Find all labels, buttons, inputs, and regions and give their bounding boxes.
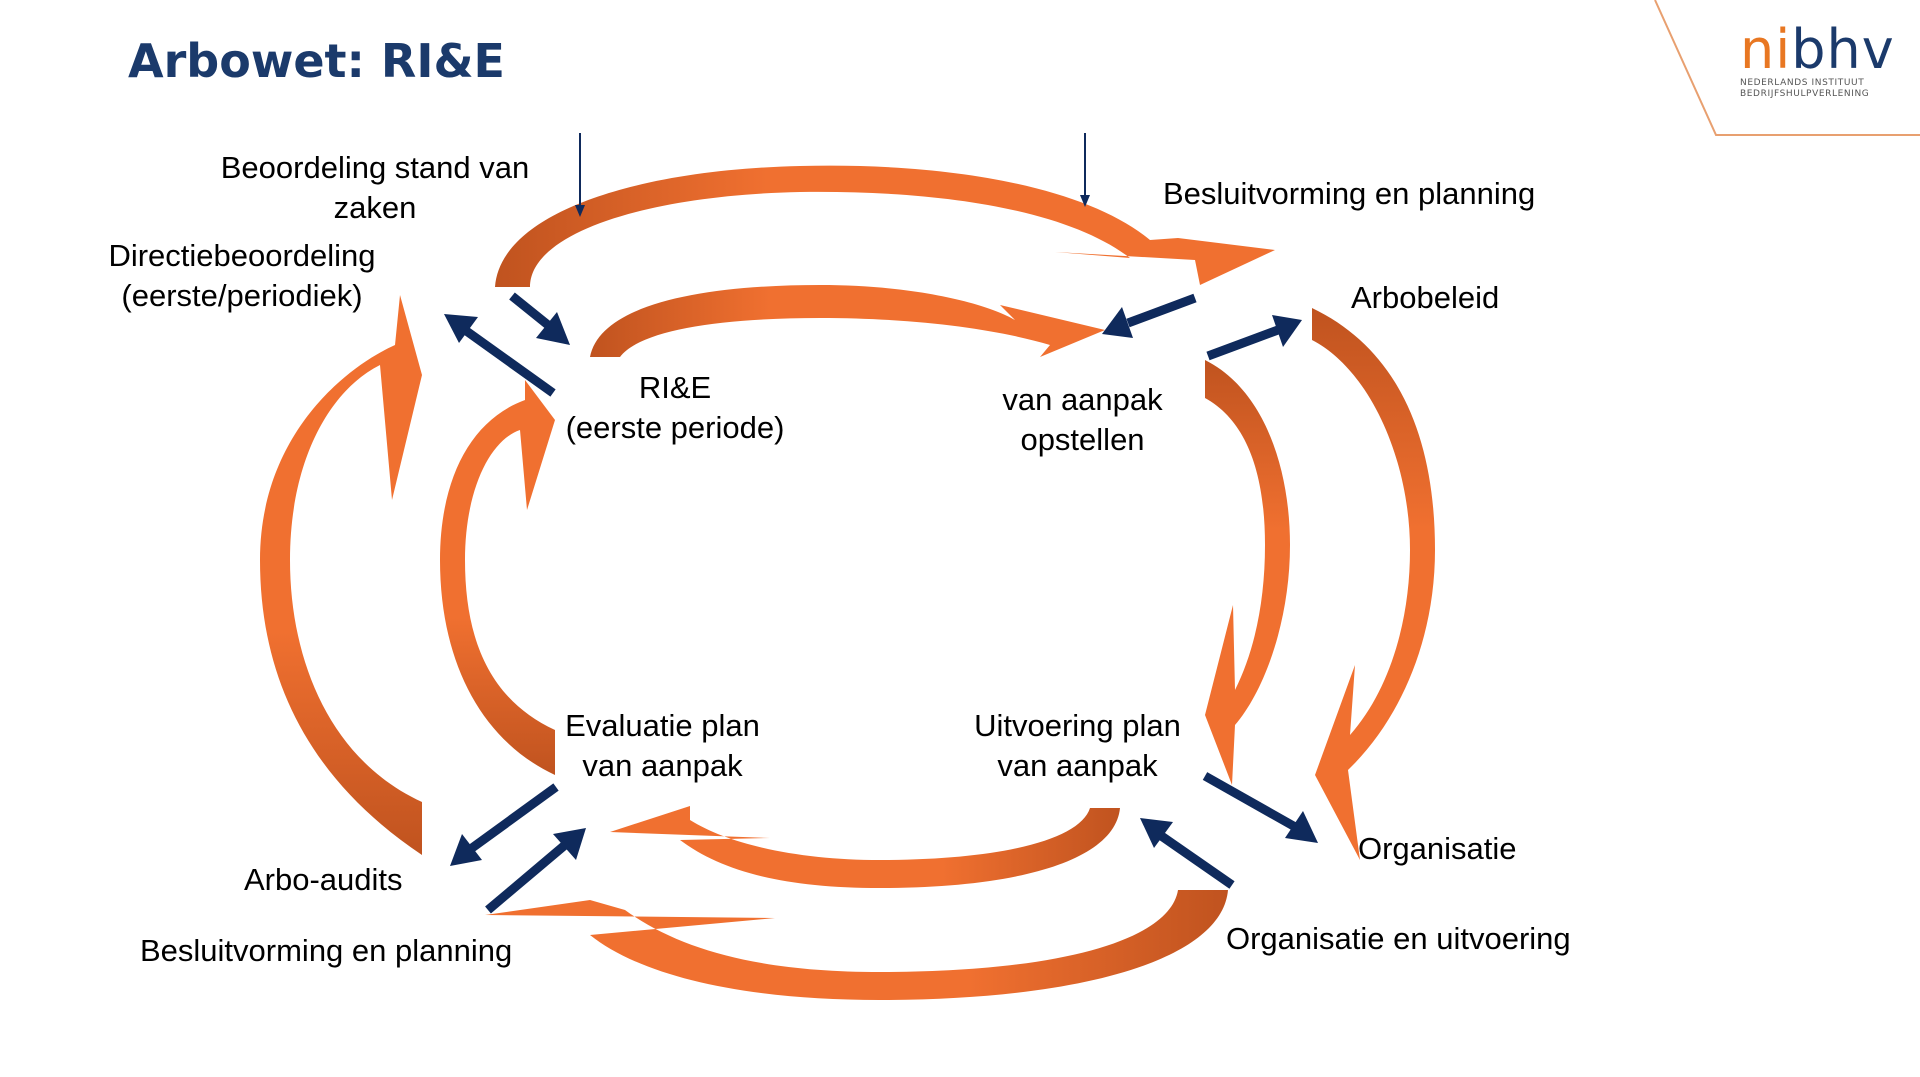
inner-left-arrow: [440, 380, 555, 775]
connector-orguitv-to-uitvoering: [1157, 831, 1235, 889]
connector-uitvoering-to-organisatie-head: [1285, 811, 1318, 843]
outer-left-arrow: [260, 295, 422, 855]
logo-ni: ni: [1740, 18, 1792, 81]
nibhv-logo: nibhv NEDERLANDS INSTITUUT BEDRIJFSHULPV…: [1740, 22, 1894, 100]
connector-plan-to-arbobeleid-head: [1272, 315, 1302, 347]
label-plan-opstellen: van aanpak opstellen: [1002, 382, 1163, 457]
label-besluitvorming-bottom: Besluitvorming en planning: [140, 933, 513, 968]
label-arbo-audits: Arbo-audits: [244, 862, 403, 897]
label-organisatie-uitvoering: Organisatie en uitvoering: [1226, 921, 1571, 956]
connector-rie-to-directie: [462, 326, 556, 397]
outer-right-arrow: [1312, 308, 1435, 860]
outer-top-arrow: [495, 165, 1275, 287]
connector-besluit-to-plan: [1126, 293, 1197, 328]
connector-plan-to-arbobeleid: [1206, 325, 1280, 361]
label-besluitvorming-top: Besluitvorming en planning: [1163, 176, 1536, 211]
label-evaluatie: Evaluatie plan van aanpak: [565, 708, 760, 783]
logo-subtitle-1: NEDERLANDS INSTITUUT: [1740, 78, 1865, 88]
label-arbobeleid: Arbobeleid: [1351, 280, 1500, 315]
outer-bottom-arrow: [485, 890, 1228, 1000]
logo-wordmark: nibhv: [1740, 22, 1894, 78]
inner-top-arrow: [590, 285, 1105, 357]
label-organisatie: Organisatie: [1358, 831, 1517, 866]
logo-subtitle-2: BEDRIJFSHULPVERLENING: [1740, 89, 1870, 99]
connector-evaluatie-to-audits: [469, 783, 559, 852]
connector-besluit-to-evaluatie: [485, 841, 568, 914]
label-directiebeoordeling: Directiebeoordeling (eerste/periodiek): [108, 238, 376, 313]
logo-corner-line: [1654, 0, 1920, 136]
connector-directie-to-rie-head: [536, 312, 570, 345]
logo-bhv: bhv: [1791, 18, 1895, 81]
connector-evaluatie-to-audits-head: [450, 834, 482, 866]
slide-title: Arbowet: RI&E: [128, 34, 505, 88]
connector-uitvoering-to-organisatie: [1202, 772, 1300, 832]
connector-besluit-to-evaluatie-head: [553, 828, 586, 860]
connector-orguitv-to-uitvoering-head: [1140, 818, 1173, 848]
label-uitvoering: Uitvoering plan van aanpak: [974, 708, 1181, 783]
connector-rie-to-directie-head: [444, 314, 478, 343]
navy-connectors: [444, 292, 1318, 914]
pointer-besluitvorming-head: [1080, 195, 1090, 207]
inner-bottom-arrow: [610, 806, 1120, 888]
pointer-beoordeling-head: [575, 205, 585, 217]
label-beoordeling: Beoordeling stand van zaken: [220, 150, 530, 225]
connector-directie-to-rie: [509, 292, 551, 329]
label-rie: RI&E (eerste periode): [565, 370, 785, 445]
inner-right-arrow: [1205, 360, 1290, 785]
connector-besluit-to-plan-head: [1102, 307, 1133, 338]
